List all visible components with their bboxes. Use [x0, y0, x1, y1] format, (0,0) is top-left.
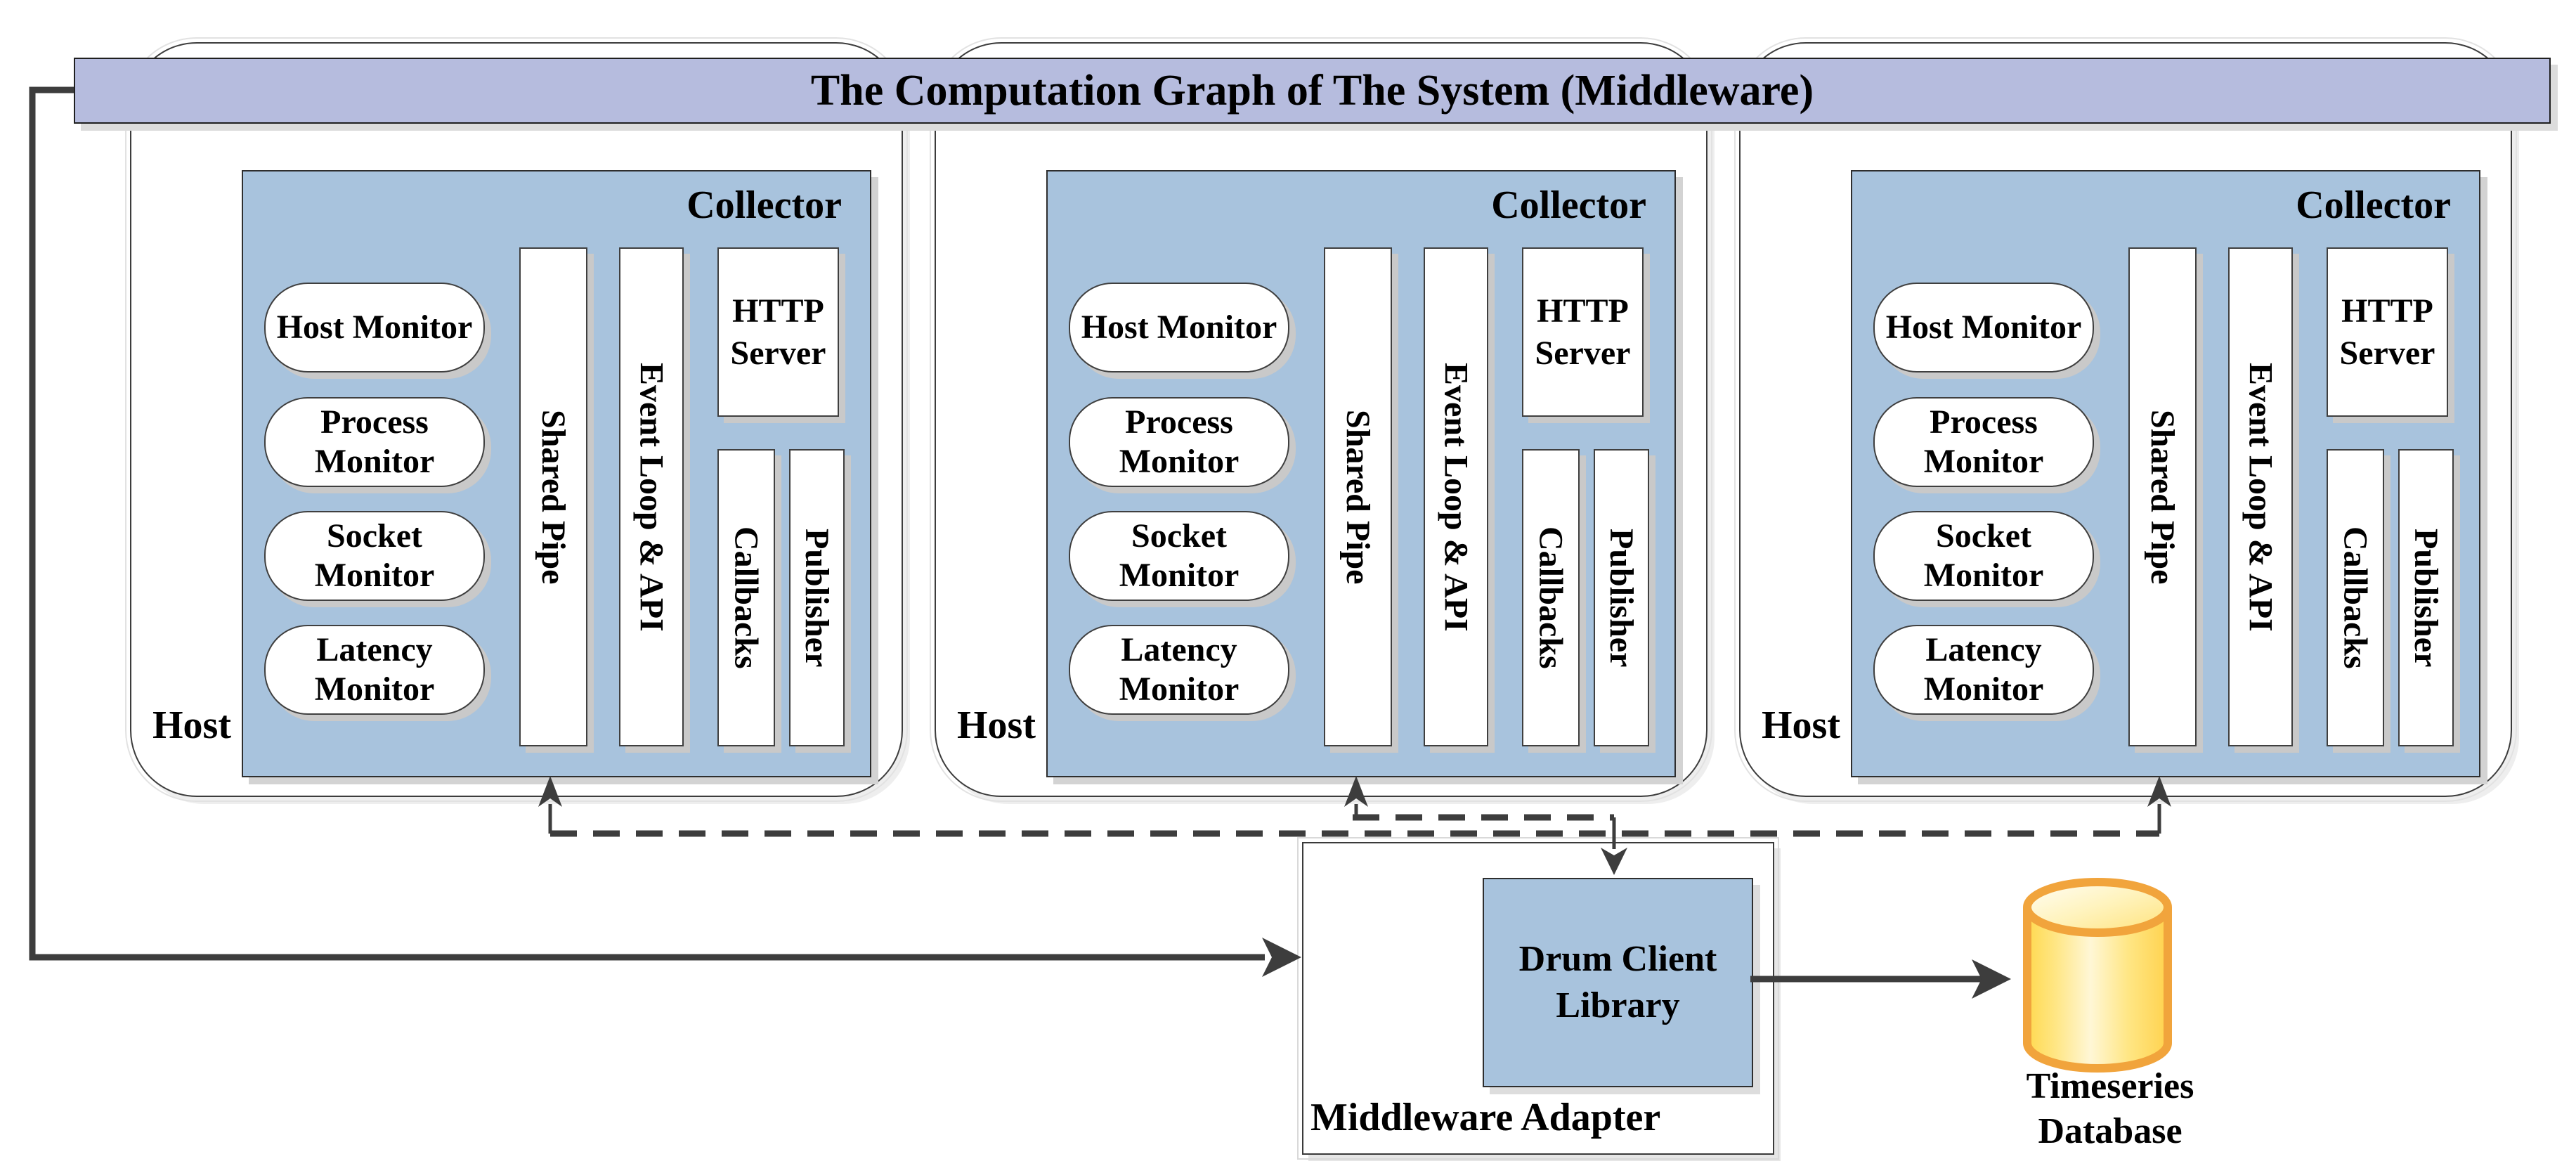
process-monitor-node: Process Monitor — [264, 397, 485, 487]
http-server-label: HTTP Server — [1535, 292, 1631, 372]
http-server-label: HTTP Server — [730, 292, 826, 372]
socket-monitor-label: Socket Monitor — [1923, 517, 2044, 594]
timeseries-database-label: Timeseries Database — [2026, 1066, 2194, 1151]
latency-monitor-node: Latency Monitor — [1069, 625, 1289, 715]
drum-client-library-node: Drum Client Library — [1483, 878, 1753, 1087]
middleware-adapter-box: Drum Client Library Middleware Adapter — [1297, 837, 1779, 1160]
collector-label: Collector — [2296, 183, 2451, 227]
host-label: Host — [957, 704, 1036, 747]
publisher-node: Publisher — [2398, 449, 2454, 746]
latency-monitor-node: Latency Monitor — [1873, 625, 2094, 715]
host-box-1: Host Collector Host Monitor Process Moni… — [125, 37, 908, 802]
socket-monitor-label: Socket Monitor — [314, 517, 435, 594]
drum-to-database-arrow — [1750, 959, 2011, 999]
latency-monitor-label: Latency Monitor — [1923, 631, 2044, 708]
collector-box: Collector Host Monitor Process Monitor S… — [242, 170, 871, 777]
host-monitor-node: Host Monitor — [1873, 283, 2094, 373]
process-monitor-label: Process Monitor — [1923, 403, 2044, 480]
http-server-node: HTTP Server — [717, 247, 839, 417]
latency-monitor-label: Latency Monitor — [1119, 631, 1240, 708]
shared-pipe-node: Shared Pipe — [519, 247, 587, 746]
latency-monitor-label: Latency Monitor — [314, 631, 435, 708]
socket-monitor-node: Socket Monitor — [264, 511, 485, 601]
publisher-node: Publisher — [1594, 449, 1649, 746]
process-monitor-node: Process Monitor — [1873, 397, 2094, 487]
socket-monitor-label: Socket Monitor — [1119, 517, 1240, 594]
host-label: Host — [152, 704, 231, 747]
callbacks-node: Callbacks — [2327, 449, 2384, 746]
host-box-3: Host Collector Host Monitor Process Moni… — [1734, 37, 2517, 802]
latency-monitor-node: Latency Monitor — [264, 625, 485, 715]
collector-box: Collector Host Monitor Process Monitor S… — [1046, 170, 1676, 777]
event-loop-node: Event Loop & API — [2228, 247, 2293, 746]
publisher-node: Publisher — [789, 449, 845, 746]
collector-box: Collector Host Monitor Process Monitor S… — [1851, 170, 2480, 777]
http-server-label: HTTP Server — [2339, 292, 2435, 372]
host-monitor-node: Host Monitor — [264, 283, 485, 373]
title-banner: The Computation Graph of The System (Mid… — [74, 58, 2551, 124]
host-monitor-node: Host Monitor — [1069, 283, 1289, 373]
shared-pipe-node: Shared Pipe — [1324, 247, 1392, 746]
socket-monitor-node: Socket Monitor — [1873, 511, 2094, 601]
host-monitor-label: Host Monitor — [276, 309, 473, 346]
drum-client-library-label: Drum Client Library — [1518, 939, 1717, 1025]
process-monitor-label: Process Monitor — [1119, 403, 1240, 480]
host-monitor-label: Host Monitor — [1081, 309, 1277, 346]
middleware-adapter-label: Middleware Adapter — [1310, 1096, 1661, 1139]
callbacks-node: Callbacks — [717, 449, 775, 746]
callbacks-node: Callbacks — [1522, 449, 1580, 746]
process-monitor-node: Process Monitor — [1069, 397, 1289, 487]
host-label: Host — [1762, 704, 1840, 747]
diagram-title: The Computation Graph of The System (Mid… — [810, 66, 1814, 115]
event-loop-node: Event Loop & API — [619, 247, 684, 746]
event-loop-node: Event Loop & API — [1424, 247, 1488, 746]
process-monitor-label: Process Monitor — [314, 403, 435, 480]
database-cylinder-icon — [2023, 878, 2172, 1073]
shared-pipe-node: Shared Pipe — [2128, 247, 2197, 746]
socket-monitor-node: Socket Monitor — [1069, 511, 1289, 601]
host-monitor-label: Host Monitor — [1885, 309, 2082, 346]
http-server-node: HTTP Server — [1522, 247, 1644, 417]
host-box-2: Host Collector Host Monitor Process Moni… — [930, 37, 1712, 802]
collector-label: Collector — [1491, 183, 1646, 227]
collector-label: Collector — [687, 183, 842, 227]
http-server-node: HTTP Server — [2327, 247, 2448, 417]
